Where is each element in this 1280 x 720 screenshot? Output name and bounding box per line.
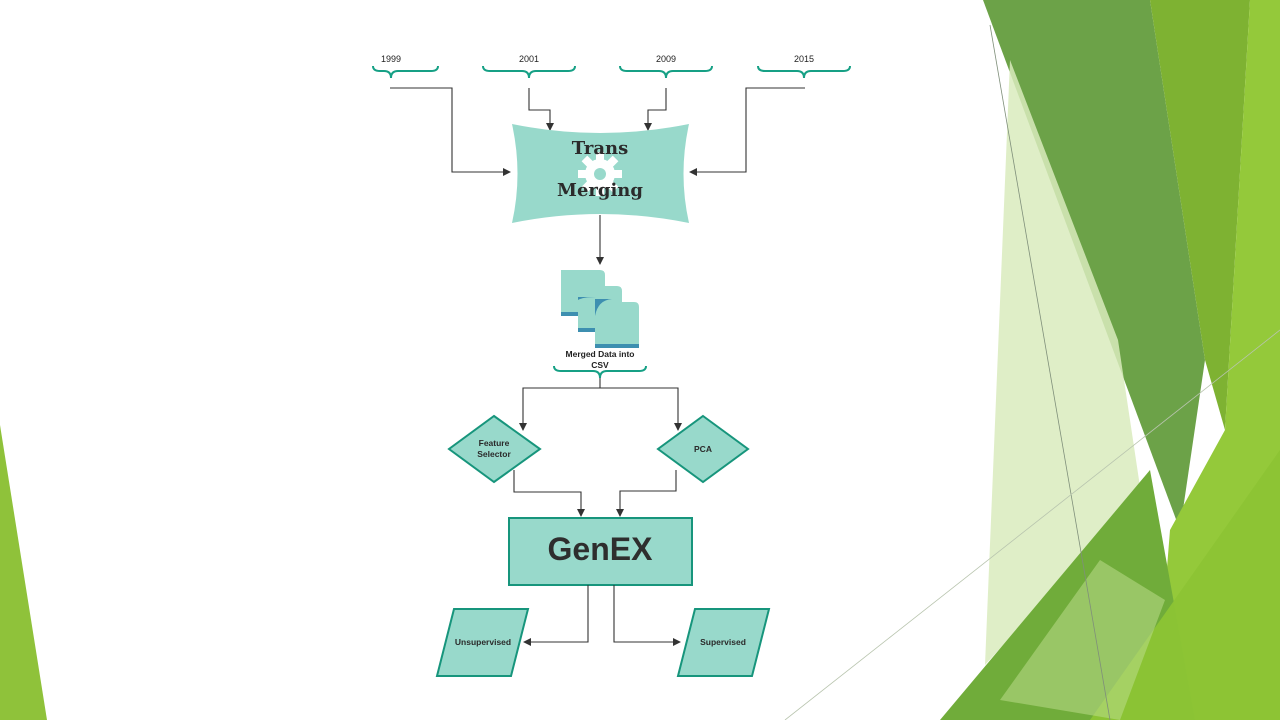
connector-to-unsupervised bbox=[523, 585, 589, 646]
unsupervised-parallelogram bbox=[435, 608, 530, 677]
year-connectors bbox=[390, 87, 805, 176]
right-facet-dark bbox=[983, 0, 1205, 530]
connector-feature-to-genex bbox=[513, 470, 585, 517]
genex-title: GenEX bbox=[548, 531, 654, 567]
merged-data-label: Merged Data into bbox=[566, 349, 635, 359]
year-label: 2015 bbox=[794, 54, 814, 64]
feature-selector-label-2: Selector bbox=[477, 449, 511, 459]
pca-node: PCA bbox=[656, 414, 750, 484]
split-connectors bbox=[519, 378, 682, 431]
genex-box bbox=[508, 517, 693, 586]
unsupervised-node: Unsupervised bbox=[435, 608, 530, 677]
trans-merging-node: Trans Merging bbox=[512, 124, 689, 223]
unsupervised-label: Unsupervised bbox=[455, 637, 511, 647]
connector-to-feature-selector bbox=[519, 378, 601, 431]
feature-selector-diamond bbox=[447, 414, 542, 484]
connector-to-supervised bbox=[613, 585, 681, 646]
merging-label: Merging bbox=[557, 180, 643, 201]
right-facet-mid bbox=[1150, 0, 1250, 430]
year-label: 2001 bbox=[519, 54, 539, 64]
bottom-facet-pale bbox=[1000, 560, 1165, 720]
connector-2009 bbox=[644, 88, 667, 131]
connector-2015 bbox=[689, 87, 805, 176]
csv-label: CSV bbox=[591, 360, 609, 370]
feature-selector-label: Feature bbox=[479, 438, 510, 448]
connector-2001 bbox=[528, 88, 554, 131]
year-input-2001: 2001 bbox=[482, 54, 576, 79]
supervised-label: Supervised bbox=[700, 637, 746, 647]
connector-pca-to-genex bbox=[616, 470, 677, 517]
connector-1999 bbox=[390, 87, 511, 176]
pca-label: PCA bbox=[694, 444, 712, 454]
brace-icon bbox=[619, 65, 713, 79]
year-input-2015: 2015 bbox=[757, 54, 851, 79]
brace-icon bbox=[372, 65, 439, 79]
trans-label: Trans bbox=[572, 138, 628, 159]
feature-selector-node: Feature Selector bbox=[447, 414, 542, 484]
pca-diamond bbox=[656, 414, 750, 484]
thin-diagonal-line-2 bbox=[784, 329, 1280, 720]
year-input-2009: 2009 bbox=[619, 54, 713, 79]
gear-icon bbox=[578, 152, 622, 196]
year-label: 1999 bbox=[381, 54, 401, 64]
supervised-parallelogram bbox=[676, 608, 771, 677]
right-facet-pale bbox=[985, 60, 1145, 665]
brace-icon bbox=[757, 65, 851, 79]
brace-icon bbox=[482, 65, 576, 79]
year-input-1999: 1999 bbox=[372, 54, 439, 79]
connector-to-pca bbox=[600, 387, 682, 431]
year-label: 2009 bbox=[656, 54, 676, 64]
merged-data-node: Merged Data into CSV bbox=[553, 270, 647, 379]
genex-connectors bbox=[513, 470, 677, 517]
genex-node: GenEX bbox=[508, 517, 693, 586]
thin-diagonal-line bbox=[989, 24, 1111, 720]
left-green-strip bbox=[0, 425, 47, 720]
document-stack-icon bbox=[561, 270, 639, 348]
output-connectors bbox=[523, 585, 681, 646]
supervised-node: Supervised bbox=[676, 608, 771, 677]
